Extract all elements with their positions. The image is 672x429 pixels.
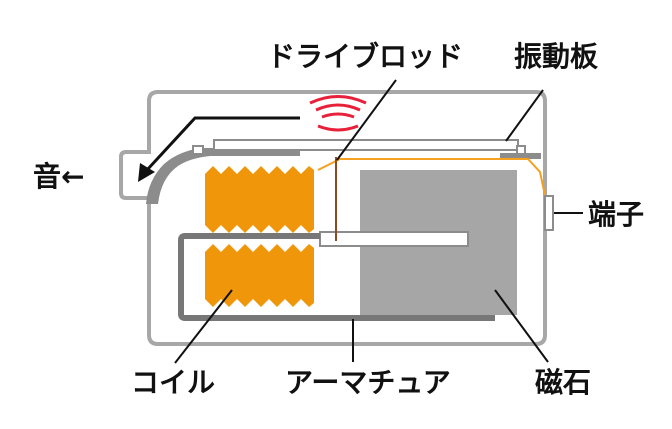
- coil-upper: [205, 166, 314, 233]
- label-drive-rod: ドライブロッド: [267, 40, 463, 73]
- label-sound: 音←: [33, 160, 84, 193]
- leader-magnet: [494, 289, 549, 363]
- leader-diaphragm: [505, 89, 544, 142]
- sound-port-wall: [146, 148, 300, 204]
- sound-wave-icon: [309, 95, 367, 132]
- label-diaphragm: 振動板: [514, 40, 598, 73]
- terminal: [544, 195, 554, 231]
- diaphragm-clip-right: [516, 145, 526, 155]
- leader-coil: [174, 289, 233, 364]
- label-magnet: 磁石: [535, 366, 591, 399]
- label-coil: コイル: [131, 366, 215, 399]
- leader-drive-rod: [336, 79, 397, 161]
- diaphragm: [213, 139, 519, 151]
- diaphragm-clip-left: [192, 145, 204, 155]
- label-terminal: 端子: [588, 198, 644, 231]
- label-armature: アーマチュア: [285, 366, 451, 399]
- armature-gap: [320, 232, 468, 246]
- diaphragm-frame-right: [500, 153, 541, 159]
- coil-lower: [205, 244, 314, 307]
- armature: [178, 233, 495, 321]
- diaphragm-edge: [317, 158, 547, 201]
- sound-direction-arrow: [138, 116, 300, 182]
